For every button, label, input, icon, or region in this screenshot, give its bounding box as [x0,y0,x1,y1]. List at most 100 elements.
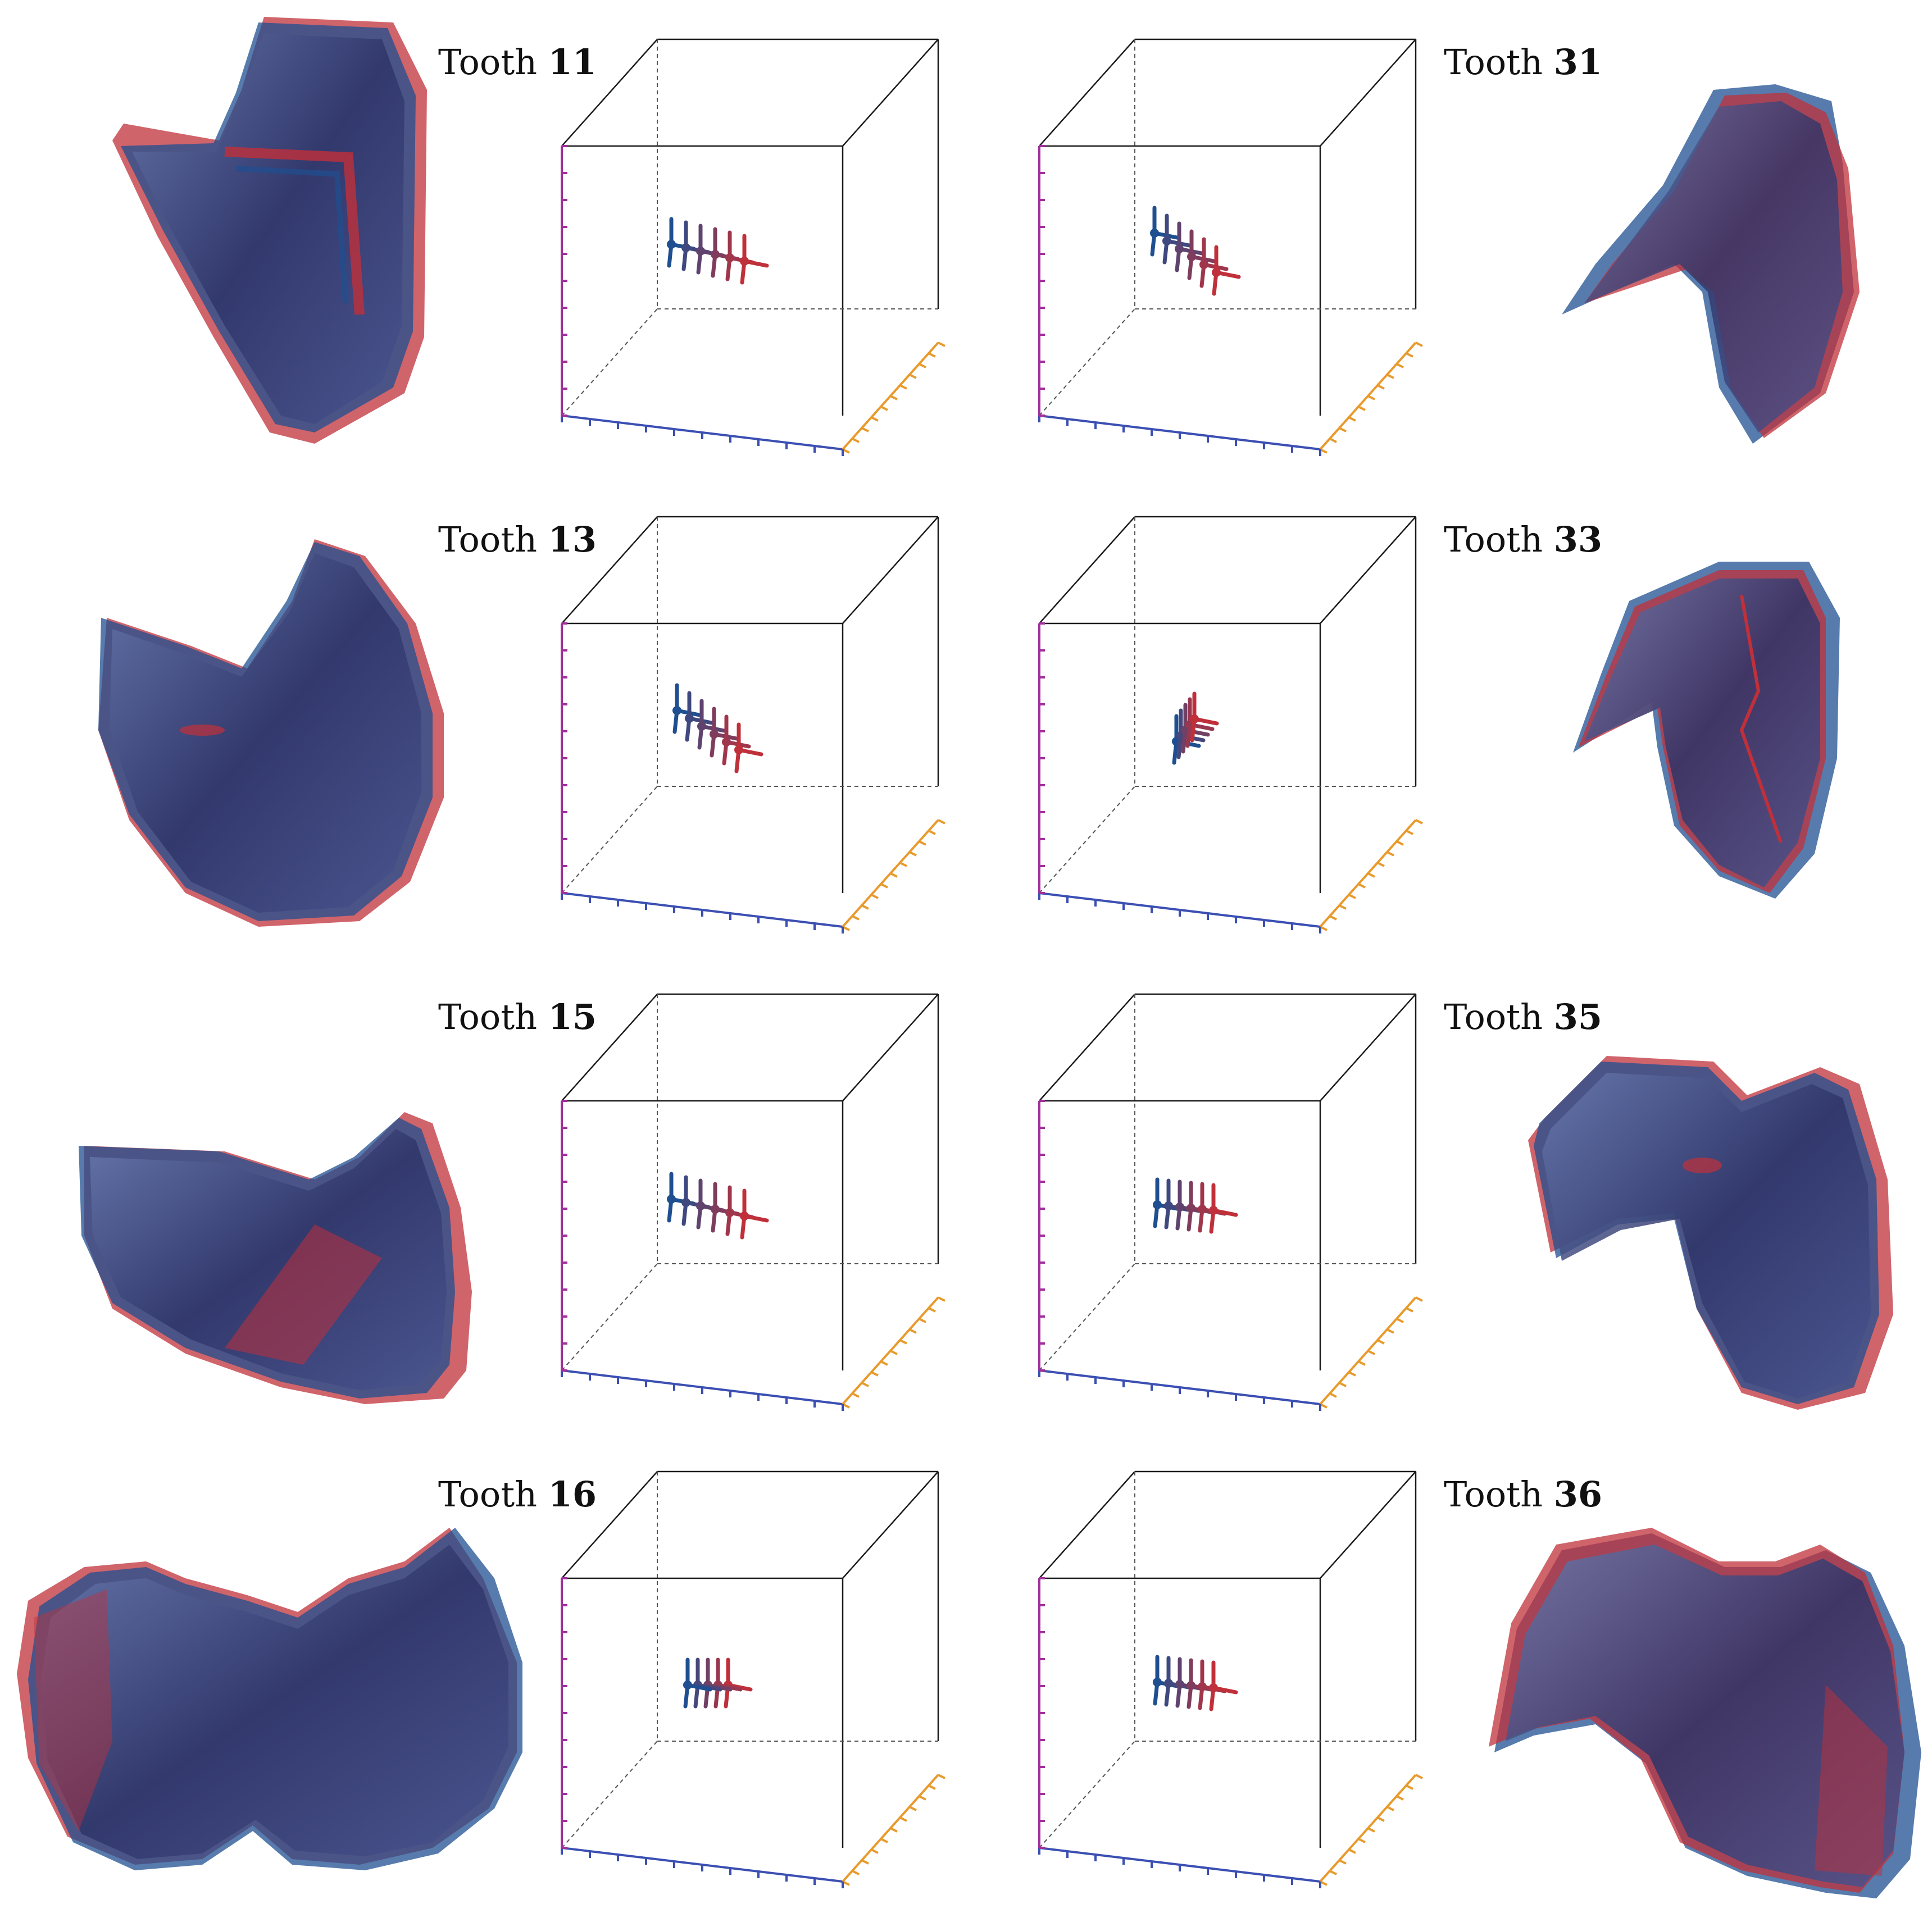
pose-plot-31 [1038,38,1423,456]
tick [938,1774,945,1779]
cube-edge [561,1471,658,1579]
tick [1387,374,1394,379]
pose-plot-35 [1038,993,1423,1411]
tick [928,830,936,835]
tick [1367,872,1375,878]
tooth-36-mesh [1489,1528,1921,1898]
tick [919,840,926,846]
cube-edge-hidden [1039,308,1135,416]
tick [909,1328,917,1334]
pose-frame [711,1182,740,1233]
tick [890,395,898,400]
tick [1348,1371,1356,1377]
tick [1358,883,1366,889]
tick [1377,1339,1385,1345]
tooth-label-31: Tooth 31 [1444,42,1602,83]
cube-edge-hidden [1039,1263,1135,1371]
tick [1396,1318,1404,1323]
pose-plot-36 [1038,1470,1423,1888]
tick [1387,1328,1394,1334]
tick [909,374,917,379]
tick [928,352,936,358]
tick [1339,904,1347,910]
pose-plot-16 [561,1470,945,1888]
tick [1406,1307,1413,1313]
pose-frame [740,234,769,285]
tick [852,438,860,443]
cube-edge-hidden [561,786,658,894]
pose-plot-13 [561,516,945,933]
cube-edge [1320,516,1416,624]
tooth-label-33: Tooth 33 [1444,519,1602,560]
pose-frame [734,722,763,773]
cube-edge-hidden [561,1263,658,1371]
tick [899,384,907,390]
tooth-label-16: Tooth 16 [438,1474,597,1515]
tick [861,1382,869,1387]
tick [871,416,879,422]
cube-edge [1039,1471,1135,1579]
pose-frame [725,1185,754,1236]
tick [919,1318,926,1323]
pose-frame [696,1178,725,1229]
pose-plot-11 [561,38,945,456]
cube-edge [842,39,939,147]
cube-edge [1320,1471,1416,1579]
pose-frame [725,230,754,281]
tick [1339,1859,1347,1865]
tick [938,819,945,825]
tick [909,851,917,857]
pose-frame [1175,1657,1204,1708]
cube-edge-hidden [1039,1741,1135,1848]
tick [871,894,879,899]
tooth-label-11: Tooth 11 [438,42,597,83]
tick [880,1360,888,1366]
pose-frame [667,217,696,268]
tick [1329,438,1337,443]
pose-frame [1209,1660,1238,1711]
pose-frame [667,1172,696,1223]
pose-frame [1150,206,1179,257]
cube-edge [561,994,658,1101]
tooth-label-36: Tooth 36 [1444,1474,1602,1515]
tick [1367,1827,1375,1833]
tick [1396,363,1404,368]
tick [919,363,926,368]
pose-frame [672,683,702,734]
cube-edge [1039,994,1135,1101]
cube-edge [561,516,658,624]
tick [1329,915,1337,921]
cube-edge [1320,39,1416,147]
tick [899,862,907,867]
cube-edge-hidden [561,308,658,416]
tick [1348,894,1356,899]
pose-plot-33 [1038,516,1423,933]
tick [880,406,888,411]
tick [852,1870,860,1875]
tick [1358,1838,1366,1843]
tick [1415,341,1423,347]
tooth-label-15: Tooth 15 [438,996,597,1037]
pose-frame [1190,691,1219,743]
pose-frame [1212,245,1241,296]
tick [1329,1870,1337,1875]
tick [1367,1350,1375,1355]
cube-edge [842,516,939,624]
tooth-35-mesh [1528,1056,1893,1410]
tick [1339,1382,1347,1387]
tooth-label-35: Tooth 35 [1444,996,1602,1037]
pose-frame [681,1175,711,1226]
tick [1387,1806,1394,1811]
tick [1377,1816,1385,1822]
tick [1358,1360,1366,1366]
tick [1396,840,1404,846]
tick [1387,851,1394,857]
tick [919,1795,926,1801]
tick [890,872,898,878]
cube-edge-hidden [1039,786,1135,894]
cube-edge [842,1471,939,1579]
tick [899,1816,907,1822]
tick [1406,352,1413,358]
pose-frame [696,224,725,275]
